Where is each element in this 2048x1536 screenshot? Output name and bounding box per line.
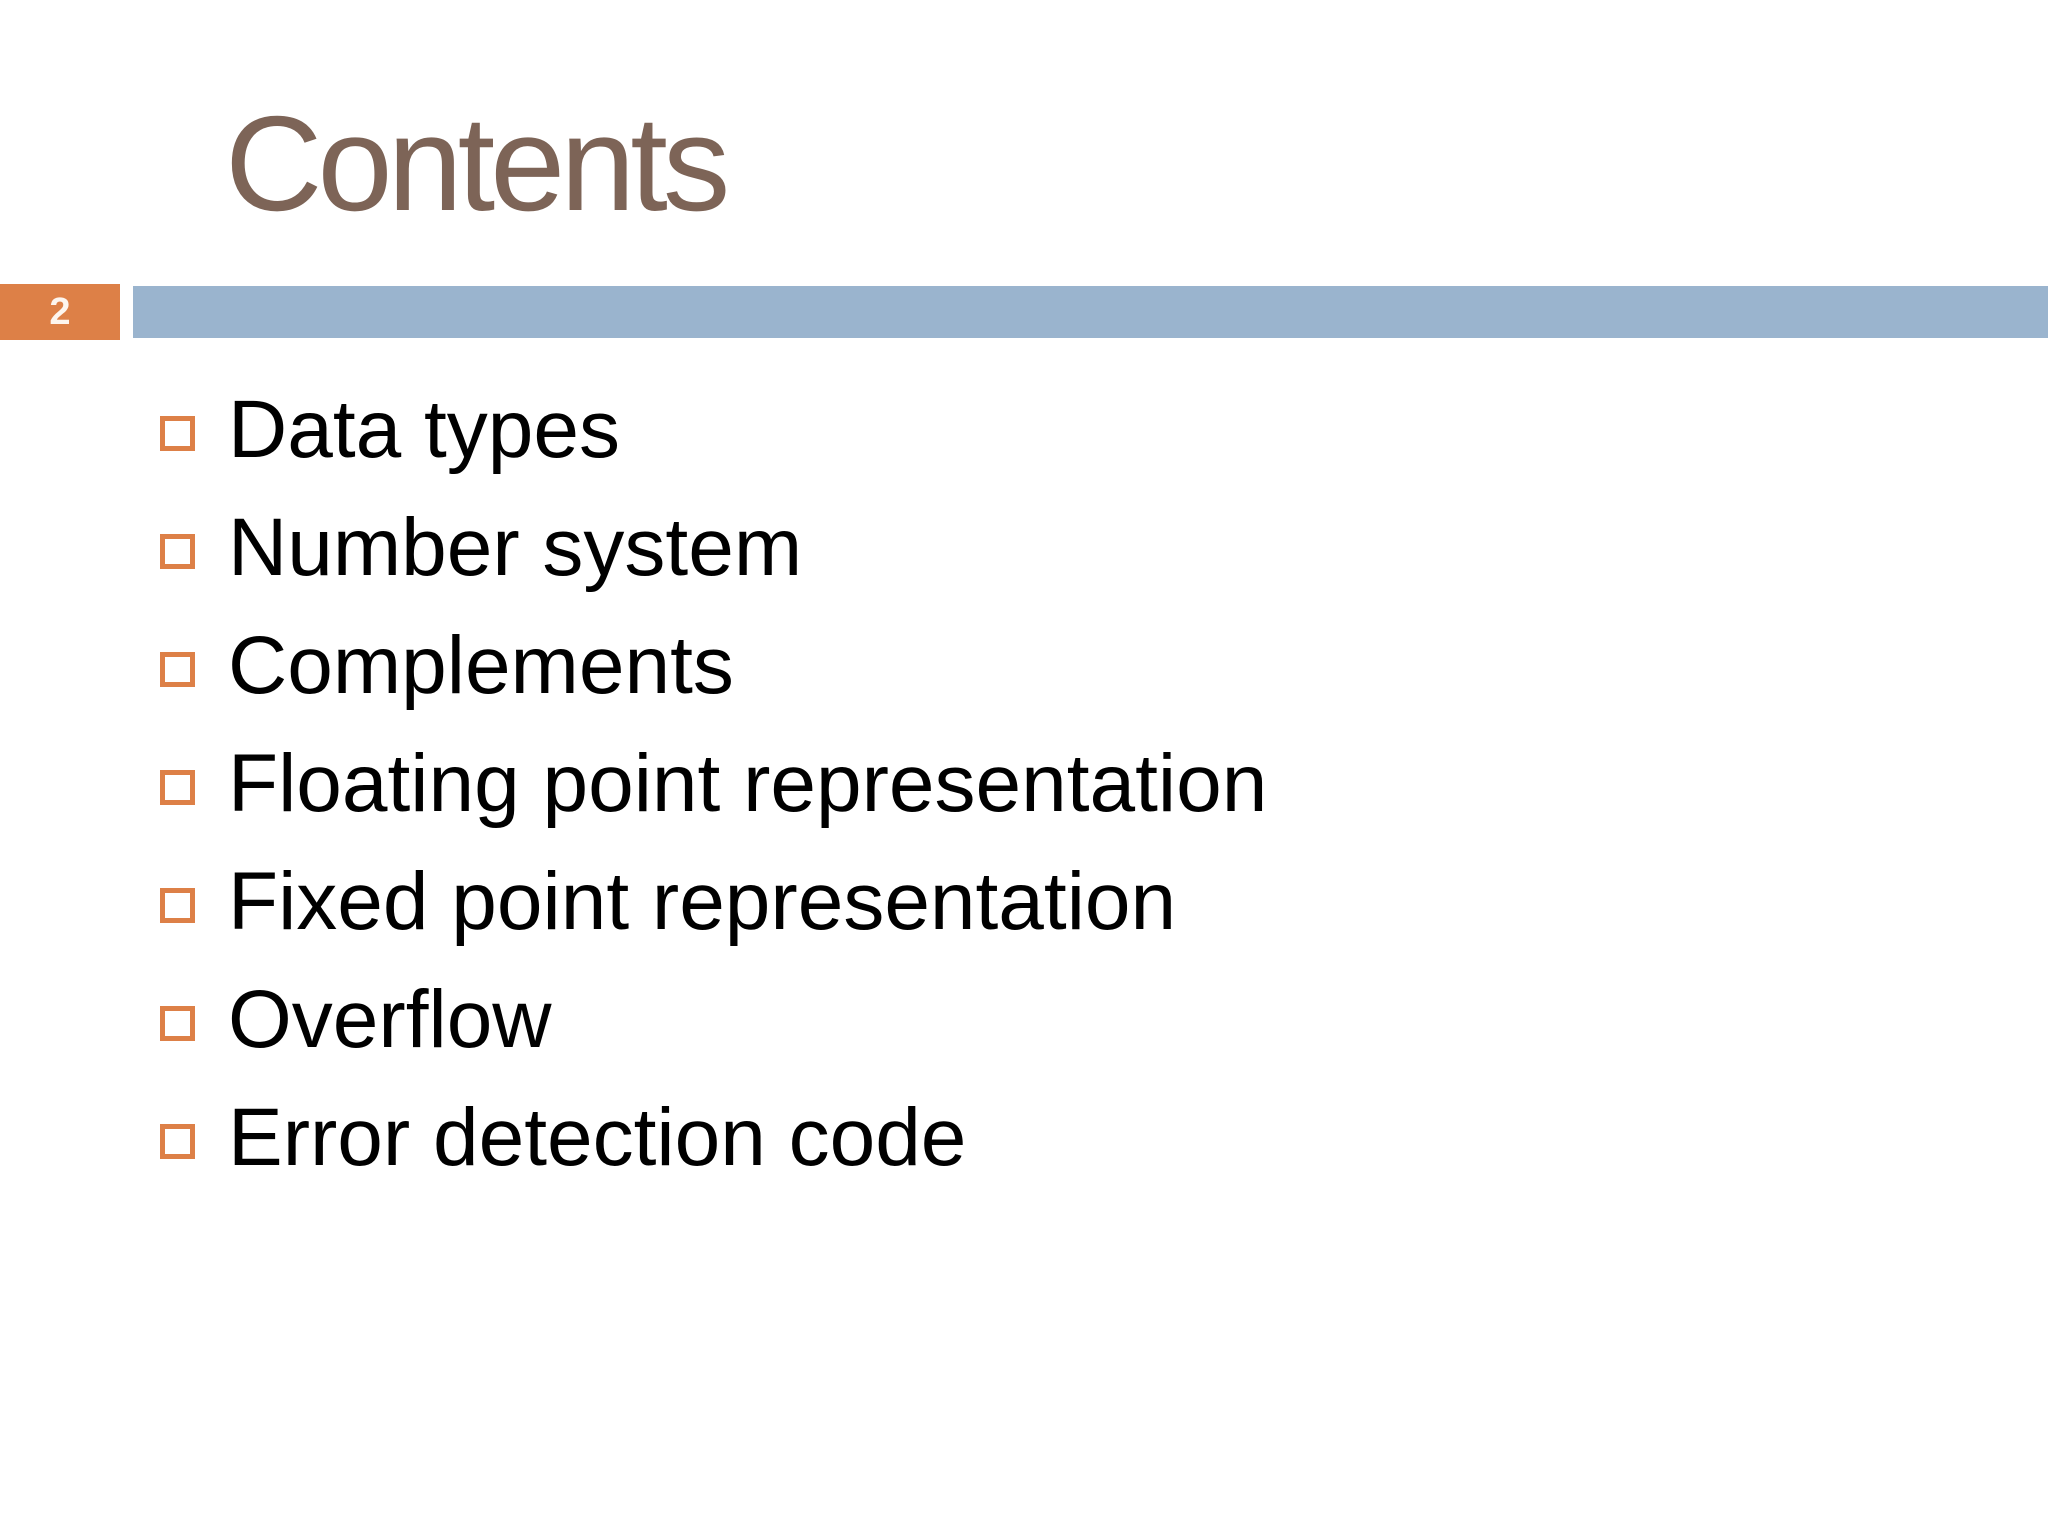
list-item-label: Floating point representation <box>228 738 1268 829</box>
list-item: Floating point representation <box>160 725 1267 843</box>
list-item: Data types <box>160 371 1267 489</box>
list-item: Complements <box>160 607 1267 725</box>
list-item-label: Number system <box>228 502 803 593</box>
page-number: 2 <box>49 291 71 333</box>
list-item: Number system <box>160 489 1267 607</box>
square-bullet-icon <box>160 651 195 687</box>
list-item: Overflow <box>160 961 1267 1079</box>
list-item-label: Data types <box>228 384 620 475</box>
slide-title: Contents <box>225 88 730 239</box>
list-item-label: Complements <box>228 620 734 711</box>
square-bullet-icon <box>160 769 195 805</box>
list-item: Fixed point representation <box>160 843 1267 961</box>
square-bullet-icon <box>160 533 195 569</box>
page-number-badge: 2 <box>0 284 120 340</box>
list-item-label: Error detection code <box>228 1092 967 1183</box>
list-item-label: Fixed point representation <box>228 856 1177 947</box>
square-bullet-icon <box>160 415 195 451</box>
square-bullet-icon <box>160 887 195 923</box>
header-accent-bar <box>133 286 2048 338</box>
list-item-label: Overflow <box>228 974 552 1065</box>
square-bullet-icon <box>160 1123 195 1159</box>
square-bullet-icon <box>160 1005 195 1041</box>
list-item: Error detection code <box>160 1079 1267 1197</box>
